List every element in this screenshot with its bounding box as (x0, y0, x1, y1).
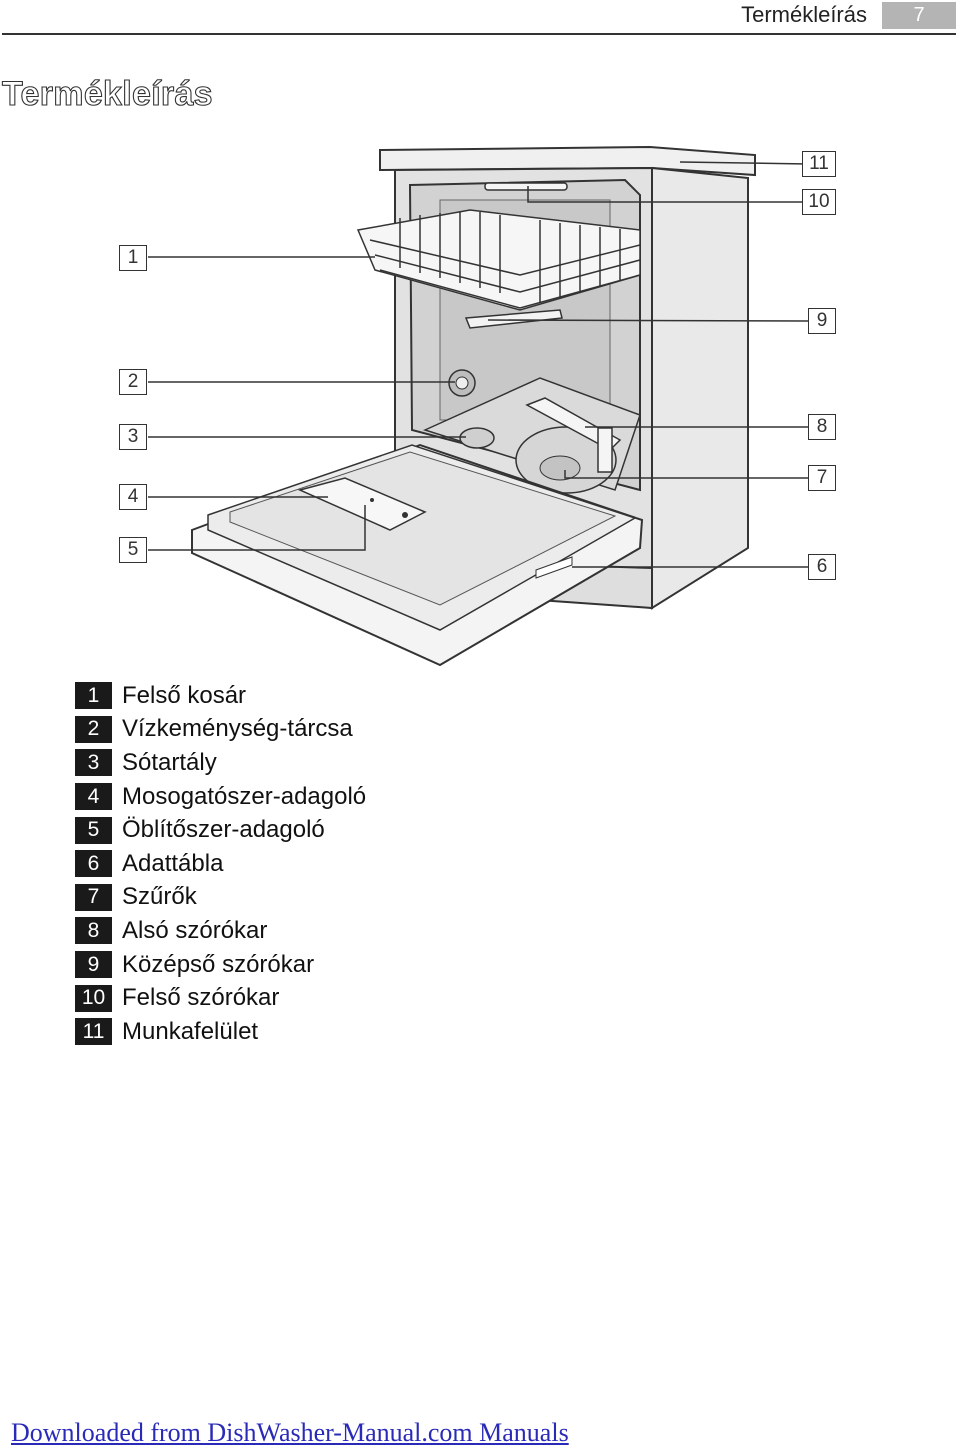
callout-5: 5 (119, 537, 147, 563)
legend-label: Mosogatószer-adagoló (122, 782, 367, 810)
legend-number: 10 (75, 984, 112, 1012)
legend-item: 10 Felső szórókar (75, 981, 366, 1015)
lower-spray-arm (525, 397, 622, 451)
callout-1: 1 (119, 245, 147, 271)
legend-item: 1 Felső kosár (75, 679, 366, 713)
section-title: Termékleírás (1, 74, 213, 113)
callout-9: 9 (808, 308, 836, 334)
legend-number: 11 (75, 1018, 112, 1046)
middle-spray-arm (464, 309, 563, 329)
parts-legend: 1 Felső kosár 2 Vízkeménység-tárcsa 3 Sótar… (75, 679, 366, 1049)
leader-lines (148, 161, 809, 568)
legend-item: 9 Középső szórókar (75, 948, 366, 982)
legend-item: 5 Öblítőszer-adagoló (75, 813, 366, 847)
download-source-link[interactable]: Downloaded from DishWasher-Manual.com Ma… (11, 1418, 569, 1447)
legend-label: Vízkeménység-tárcsa (122, 715, 353, 743)
legend-label: Felső szórókar (122, 984, 280, 1012)
legend-item: 11 Munkafelület (75, 1015, 366, 1049)
callout-7: 7 (808, 465, 836, 491)
legend-label: Öblítőszer-adagoló (122, 816, 325, 844)
cabinet-side (651, 166, 749, 610)
callout-10: 10 (802, 189, 836, 215)
legend-item: 4 Mosogatószer-adagoló (75, 780, 366, 814)
dishwasher-illustration (148, 145, 809, 667)
callout-3: 3 (119, 424, 147, 450)
legend-item: 8 Alsó szórókar (75, 914, 366, 948)
legend-number: 8 (75, 917, 112, 945)
upper-basket (356, 209, 641, 311)
callout-4: 4 (119, 484, 147, 510)
legend-number: 2 (75, 715, 112, 743)
legend-label: Munkafelület (122, 1017, 259, 1045)
salt-container (459, 427, 495, 449)
callout-2: 2 (119, 369, 147, 395)
legend-number: 6 (75, 850, 112, 878)
legend-label: Középső szórókar (122, 950, 315, 978)
legend-label: Alsó szórókar (122, 916, 268, 944)
legend-label: Adattábla (122, 849, 224, 877)
legend-label: Szűrők (122, 883, 197, 911)
legend-item: 7 Szűrők (75, 881, 366, 915)
legend-number: 3 (75, 749, 112, 777)
callout-8: 8 (808, 414, 836, 440)
callout-6: 6 (808, 554, 836, 580)
page-number: 7 (882, 2, 956, 29)
legend-item: 6 Adattábla (75, 847, 366, 881)
legend-number: 4 (75, 783, 112, 811)
dispenser-panel (297, 477, 427, 531)
legend-label: Felső kosár (122, 681, 247, 709)
legend-number: 5 (75, 816, 112, 844)
legend-label: Sótartály (122, 748, 217, 776)
header-section-title: Termékleírás (741, 2, 867, 27)
legend-number: 9 (75, 951, 112, 979)
upper-spray-arm (484, 182, 568, 191)
legend-number: 7 (75, 883, 112, 911)
legend-item: 3 Sótartály (75, 746, 366, 780)
rating-plate-shape (535, 556, 573, 579)
callout-11: 11 (802, 151, 836, 177)
legend-number: 1 (75, 682, 112, 710)
header-divider (2, 33, 956, 35)
legend-item: 2 Vízkeménység-tárcsa (75, 713, 366, 747)
